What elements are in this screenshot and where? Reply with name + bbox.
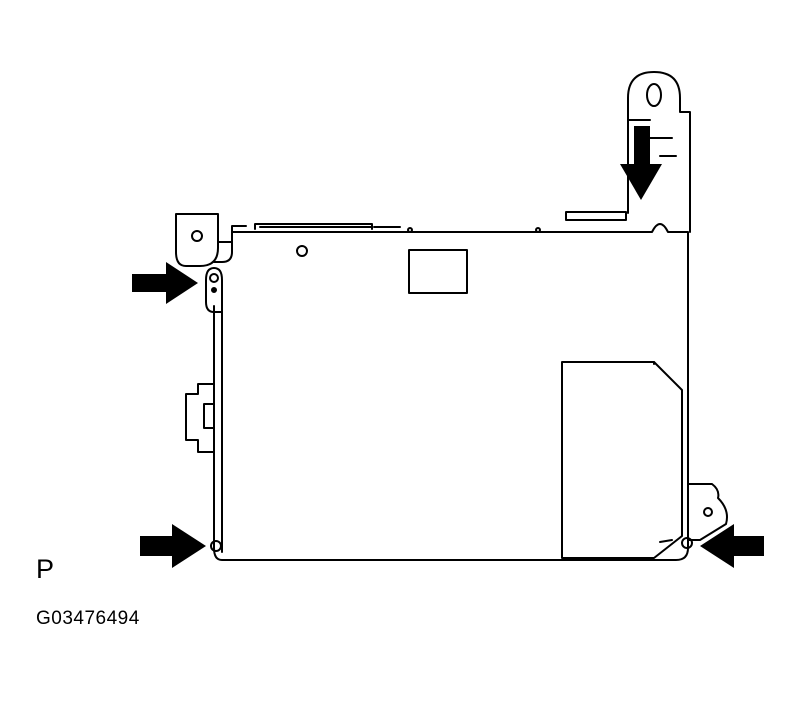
- bracket-left-hole: [191, 230, 203, 242]
- left-upper-bracket: [175, 213, 247, 267]
- arrow-right-icon: [140, 524, 206, 568]
- right-lower-bolt: [681, 537, 693, 549]
- right-lower-bracket: [687, 483, 728, 541]
- ecu-housing: [213, 223, 689, 561]
- housing-side-plate: [561, 361, 683, 559]
- arrow-right-icon: [132, 262, 198, 304]
- housing-hole: [296, 245, 308, 257]
- figure-code: G03476494: [36, 608, 140, 629]
- view-letter: P: [36, 554, 55, 584]
- housing-label-plate: [408, 249, 468, 294]
- top-rail: [254, 211, 627, 233]
- left-lower-bolt: [210, 540, 222, 552]
- arrow-down-icon: [620, 126, 662, 200]
- left-side-clip: [185, 383, 215, 453]
- arrow-left-icon: [700, 524, 764, 568]
- bracket-upper-hole: [646, 83, 662, 107]
- left-upper-bolt: [205, 267, 223, 313]
